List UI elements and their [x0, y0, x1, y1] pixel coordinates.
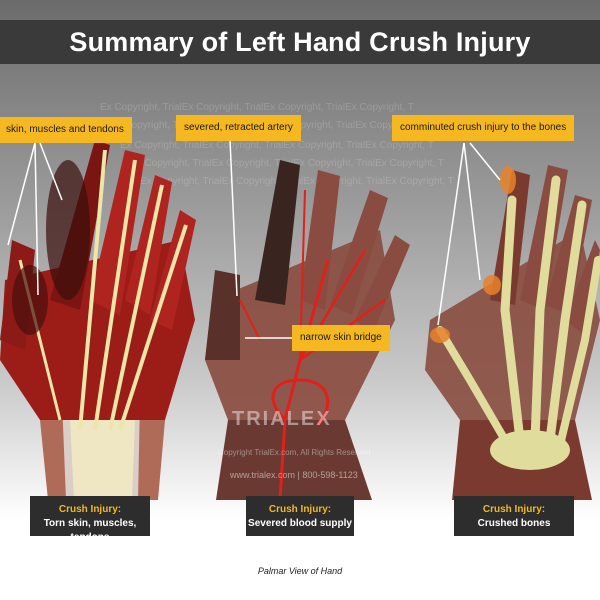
callout-skin-muscles-tendons: skin, muscles and tendons	[0, 117, 132, 143]
caption-description: Torn skin, muscles, tendons	[43, 518, 137, 543]
page-title: Summary of Left Hand Crush Injury	[0, 20, 600, 64]
callout-skin-bridge: narrow skin bridge	[292, 325, 390, 351]
watermark-line: Ex Copyright, TrialEx Copyright, TrialEx…	[120, 140, 434, 151]
callout-severed-artery: severed, retracted artery	[176, 115, 301, 141]
figure-footer: Palmar View of Hand	[257, 566, 343, 576]
caption-blood-supply: Crush Injury: Severed blood supply	[246, 496, 354, 536]
caption-heading: Crush Injury:	[268, 504, 332, 515]
caption-heading: Crush Injury:	[58, 504, 122, 515]
hand-muscles-tendons	[0, 140, 196, 500]
caption-description: Crushed bones	[477, 518, 551, 529]
caption-crushed-bones: Crush Injury: Crushed bones	[454, 496, 574, 536]
caption-description: Severed blood supply	[248, 518, 352, 529]
hand-crushed-bones	[425, 142, 600, 500]
caption-torn-skin: Crush Injury: Torn skin, muscles, tendon…	[30, 496, 150, 543]
hand-blood-supply	[205, 139, 410, 501]
callout-crushed-bones: comminuted crush injury to the bones	[392, 115, 575, 141]
watermark-brand: TRIALEX	[232, 408, 332, 430]
watermark-copyright: Copyright TrialEx.com, All Rights Reserv…	[218, 448, 371, 457]
watermark-line: Ex Copyright, TrialEx Copyright, TrialEx…	[100, 102, 414, 113]
caption-heading: Crush Injury:	[482, 504, 546, 515]
watermark-contact: www.trialex.com | 800-598-1123	[230, 470, 358, 480]
